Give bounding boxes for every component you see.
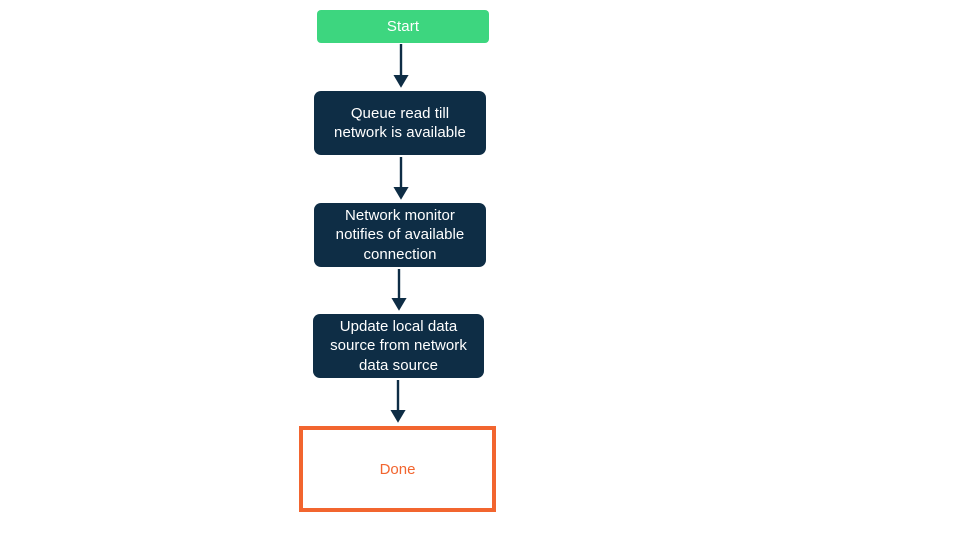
node-done[interactable]: Done: [299, 426, 496, 512]
node-queue-read[interactable]: Queue read till network is available: [314, 91, 486, 155]
node-start-label: Start: [386, 18, 420, 35]
node-queue-read-label: Queue read till network is available: [334, 104, 466, 142]
node-start[interactable]: Start: [317, 10, 489, 43]
node-update-local-data-source-label: Update local data source from network da…: [330, 317, 467, 374]
node-done-label: Done: [379, 460, 416, 478]
node-network-monitor[interactable]: Network monitor notifies of available co…: [314, 203, 486, 267]
node-network-monitor-label: Network monitor notifies of available co…: [335, 206, 465, 263]
node-update-local-data-source[interactable]: Update local data source from network da…: [313, 314, 484, 378]
